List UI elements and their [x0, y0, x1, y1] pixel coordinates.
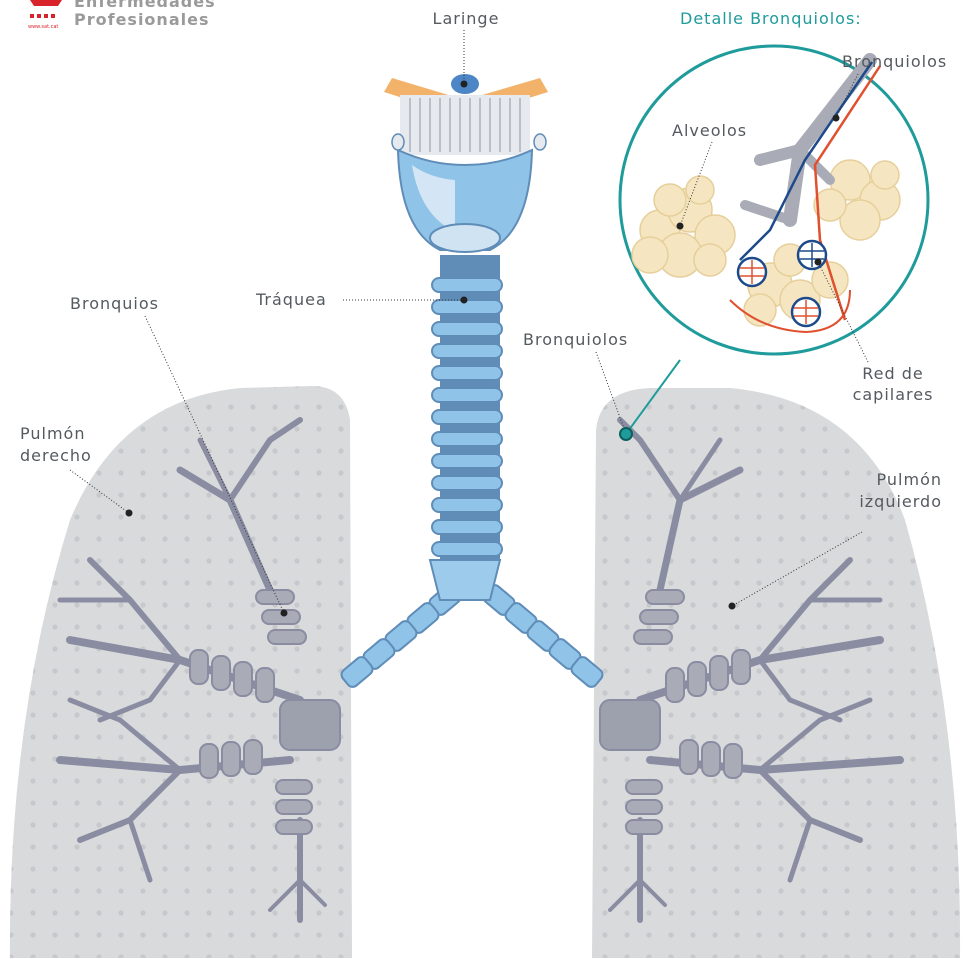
label-bronquiolos-detail: Bronquiolos	[842, 52, 947, 72]
label-pulmon-izquierdo-2: izquierdo	[830, 492, 942, 512]
label-bronquios: Bronquios	[70, 294, 159, 314]
pulmon-izquierdo-dot	[729, 603, 736, 610]
blue-bronchi	[339, 560, 605, 689]
alveolos-dot	[677, 223, 684, 230]
label-red-capilares-2: capilares	[843, 385, 943, 405]
pulmon-derecho-dot	[126, 510, 133, 517]
bronquios-dot	[281, 610, 288, 617]
label-laringe: Laringe	[416, 9, 516, 29]
label-red-capilares-1: Red de	[843, 364, 943, 384]
bronquiolos-detail-dot	[833, 115, 840, 122]
label-pulmon-derecho-2: derecho	[20, 446, 92, 466]
laringe-dot	[461, 81, 468, 88]
bronquiolos-dot	[620, 428, 632, 440]
label-detalle-bronquiolos: Detalle Bronquiolos:	[680, 9, 862, 29]
traquea-dot	[461, 297, 468, 304]
label-pulmon-izquierdo-1: Pulmón	[830, 470, 942, 490]
label-bronquiolos: Bronquiolos	[523, 330, 628, 350]
label-alveolos: Alveolos	[672, 121, 747, 141]
label-pulmon-derecho-1: Pulmón	[20, 424, 85, 444]
label-traquea: Tráquea	[256, 290, 327, 310]
red-capilares-dot	[815, 259, 822, 266]
larynx	[384, 74, 548, 252]
